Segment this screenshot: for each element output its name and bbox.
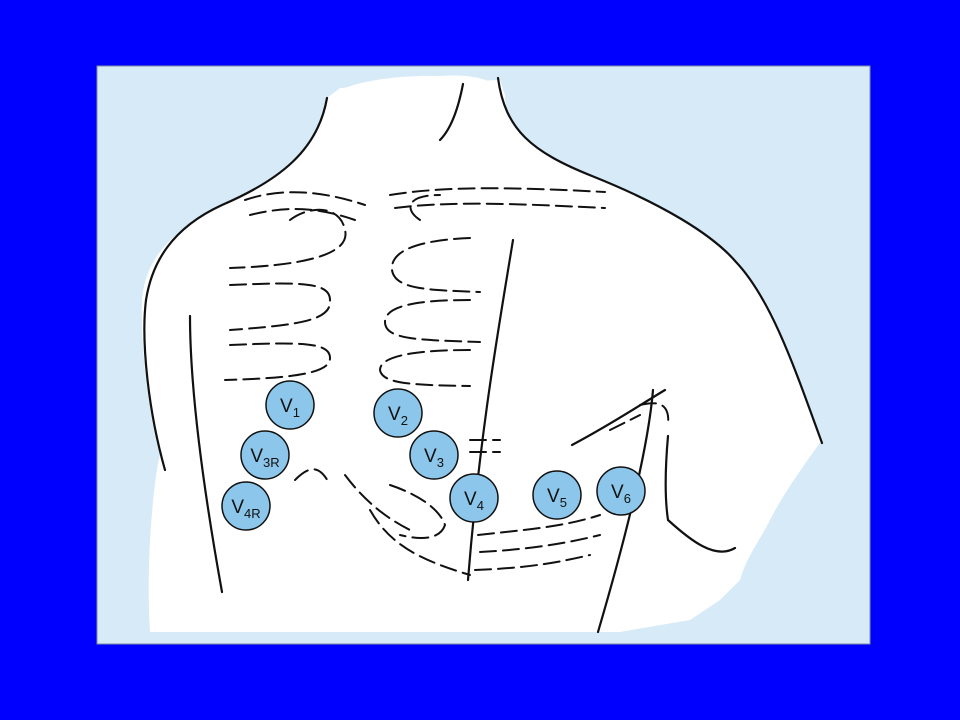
electrode-v6: V6 (596, 466, 646, 516)
svg-text:V4: V4 (464, 489, 484, 513)
svg-text:V6: V6 (611, 482, 631, 506)
body-outline (143, 76, 824, 634)
rib-cage (224, 187, 670, 576)
electrode-v1-letter: V (280, 396, 293, 417)
svg-text:V3: V3 (424, 446, 444, 470)
torso-silhouette (141, 80, 823, 632)
electrode-v4r: V4R (221, 481, 271, 531)
electrode-v1-subscript: 1 (293, 405, 300, 420)
svg-text:V2: V2 (388, 404, 408, 428)
svg-text:V4R: V4R (231, 497, 260, 521)
electrode-v3r-subscript: 3R (263, 455, 280, 470)
electrode-v2-letter: V (388, 404, 401, 425)
electrode-v6-subscript: 6 (624, 491, 631, 506)
electrode-v4r-letter: V (231, 497, 244, 518)
electrode-v3r: V3R (240, 430, 290, 480)
electrode-v3-subscript: 3 (437, 455, 444, 470)
electrode-v5-subscript: 5 (560, 495, 567, 510)
electrode-v3: V3 (409, 430, 459, 480)
electrode-v4r-subscript: 4R (244, 506, 261, 521)
svg-text:V1: V1 (280, 396, 300, 420)
electrode-v2-subscript: 2 (401, 413, 408, 428)
electrode-v6-letter: V (611, 482, 624, 503)
electrode-v5-letter: V (547, 486, 560, 507)
electrode-v3r-letter: V (250, 446, 263, 467)
electrode-v2: V2 (373, 388, 423, 438)
electrode-v4: V4 (449, 473, 499, 523)
svg-text:V5: V5 (547, 486, 567, 510)
electrode-v4-letter: V (464, 489, 477, 510)
electrode-v1: V1 (265, 380, 315, 430)
electrode-v5: V5 (532, 470, 582, 520)
electrode-v4-subscript: 4 (477, 498, 484, 513)
electrode-v3-letter: V (424, 446, 437, 467)
svg-text:V3R: V3R (250, 446, 279, 470)
